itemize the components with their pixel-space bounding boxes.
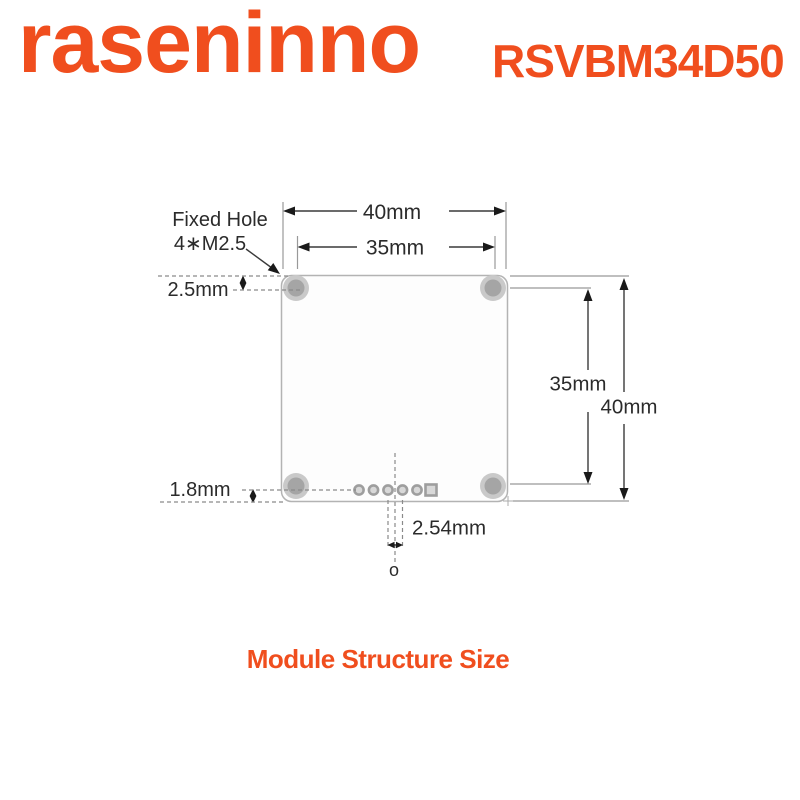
pin-pad-5 [411, 484, 423, 496]
mounting-hole-bottom-left [283, 473, 309, 499]
hole-inner-disc [484, 477, 502, 495]
dashed-reference-lines [158, 275, 404, 562]
top-hole-offset-note: 2.5mm [167, 275, 247, 301]
bottom-pad-offset-note: 1.8mm [169, 479, 257, 503]
hole-inner-disc [287, 279, 305, 297]
arrowhead-up [583, 289, 593, 301]
arrowhead-right [396, 541, 403, 549]
bottom-pad-offset-label: 1.8mm [169, 479, 230, 501]
top-hole-offset-label: 2.5mm [167, 279, 228, 301]
dim-hole-spacing-vertical: 35mm [550, 289, 607, 484]
arrowhead-down [619, 488, 629, 500]
dim-hole-spacing-horizontal-label: 35mm [366, 237, 424, 260]
pin-pad-2 [367, 484, 380, 496]
fixed-hole-note-line1: Fixed Hole [172, 209, 268, 231]
arrowhead-left [297, 242, 310, 252]
hole-inner-disc [287, 477, 305, 495]
offset-indicator [249, 489, 257, 503]
board-outline [280, 274, 509, 503]
dim-hole-spacing-horizontal: 35mm [297, 237, 495, 260]
mounting-hole-top-left [283, 275, 309, 301]
fixed-hole-note: Fixed Hole 4∗M2.5 [172, 209, 280, 274]
leader-arrowhead [267, 263, 280, 274]
pin-pitch-note: 2.54mm [387, 517, 486, 549]
hole-inner-disc [484, 279, 502, 297]
arrowhead-left [387, 541, 395, 549]
dim-board-width: 40mm [283, 201, 506, 224]
extension-lines [282, 202, 629, 502]
mounting-hole-bottom-right [480, 473, 506, 499]
dim-hole-spacing-vertical-label: 35mm [550, 373, 607, 396]
pin-pad-4 [396, 484, 409, 496]
arrowhead-right [483, 242, 495, 252]
corner-marker [503, 496, 513, 506]
arrowhead-left [283, 206, 295, 216]
model-number: RSVBM34D50 [492, 35, 785, 87]
mounting-hole-top-right [480, 275, 506, 301]
fixed-hole-note-line2: 4∗M2.5 [174, 233, 246, 255]
arrowhead-up [619, 278, 629, 290]
origin-marker: o [389, 560, 399, 580]
dim-board-width-label: 40mm [363, 201, 421, 224]
pin-pitch-label: 2.54mm [412, 517, 486, 540]
dim-board-height-label: 40mm [601, 396, 658, 419]
arrowhead-right [494, 206, 506, 216]
pin-pad-square [424, 483, 438, 497]
brand-logo: raseninno [18, 0, 421, 91]
arrowhead-down [583, 472, 593, 484]
dim-board-height: 40mm [601, 278, 658, 500]
offset-indicator [239, 275, 247, 291]
pin-pad-3 [382, 484, 394, 496]
pin-pads [353, 483, 438, 497]
caption: Module Structure Size [246, 644, 510, 674]
